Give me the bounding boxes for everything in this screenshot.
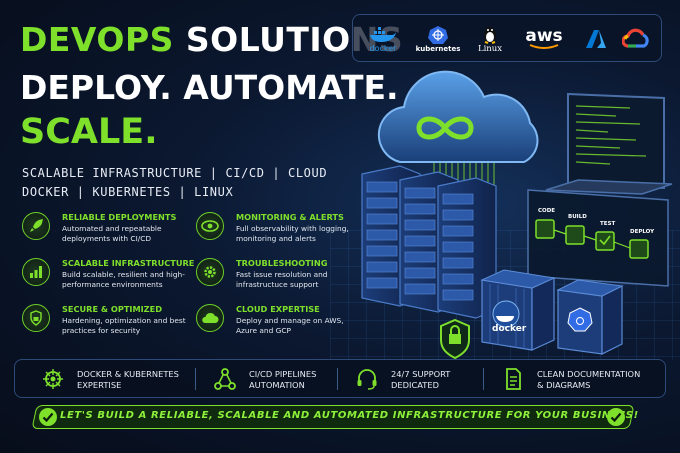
feature-title: RELIABLE DEPLOYMENTS: [62, 212, 177, 222]
shield-lock-icon: [440, 318, 470, 360]
pipeline-stage-test: TEST: [600, 221, 616, 227]
tech-logos-bar: docker kubernetes Linux aws: [352, 14, 662, 62]
aws-smile-icon: [529, 44, 559, 49]
feature-desc: Hardening, optimization and best practic…: [62, 316, 186, 335]
rocket-icon: [22, 212, 50, 240]
docker-container-label: docker: [492, 324, 527, 334]
aws-label: aws: [525, 26, 563, 46]
helm-wheel-icon: [43, 369, 63, 389]
feature-monitoring: MONITORING & ALERTS Full observability w…: [196, 212, 366, 256]
infrastructure-illustration: [361, 70, 673, 360]
docker-whale-icon: [370, 26, 396, 42]
feature-title: CLOUD EXPERTISE: [236, 304, 320, 314]
cloud-infinity-icon: [377, 70, 539, 163]
headline-accent: DEVOPS: [20, 20, 174, 59]
divider: [337, 368, 338, 390]
kubernetes-container: [556, 279, 624, 355]
server-racks: [361, 165, 497, 319]
feature-reliable-deployments: RELIABLE DEPLOYMENTS Automated and repea…: [22, 212, 192, 256]
docker-container: [480, 269, 556, 351]
kubernetes-logo: kubernetes: [413, 21, 463, 57]
divider: [195, 368, 196, 390]
feature-title: SCALABLE INFRASTRUCTURE: [62, 258, 195, 268]
feature-desc: Automated and repeatable deployments wit…: [62, 224, 162, 243]
azure-logo: [581, 21, 611, 57]
tagline-line2: DOCKER | KUBERNETES | LINUX: [22, 185, 234, 199]
divider: [483, 368, 484, 390]
feature-cloud: CLOUD EXPERTISE Deploy and manage on AWS…: [196, 304, 366, 348]
cloud-icon: [196, 304, 224, 332]
service-line2: & DIAGRAMS: [537, 380, 591, 390]
feature-troubleshooting: TROUBLESHOOTING Fast issue resolution an…: [196, 258, 366, 302]
cta-text: LET'S BUILD A RELIABLE, SCALABLE AND AUT…: [60, 410, 639, 421]
feature-title: TROUBLESHOOTING: [236, 258, 328, 268]
gcp-logo: [619, 21, 653, 57]
tux-penguin-icon: [484, 27, 496, 44]
network-nodes-icon: [214, 368, 236, 390]
pipeline-stage-deploy: DEPLOY: [630, 229, 655, 235]
azure-icon: [586, 30, 606, 48]
check-circle-icon: [39, 408, 57, 426]
pipeline-stage-code: CODE: [538, 208, 556, 214]
feature-desc: Fast issue resolution and infrastructucе…: [236, 270, 328, 289]
document-icon: [506, 368, 521, 390]
service-line2: DEDICATED: [391, 380, 439, 390]
headline-line3: SCALE.: [20, 112, 158, 152]
service-line2: AUTOMATION: [249, 380, 305, 390]
docker-label: docker: [369, 43, 397, 53]
feature-title: MONITORING & ALERTS: [236, 212, 344, 222]
feature-scalable: SCALABLE INFRASTRUCTURE Build scalable, …: [22, 258, 195, 302]
gear-icon: [196, 258, 224, 286]
kubernetes-wheel-icon: [428, 26, 448, 44]
bar-chart-icon: [22, 258, 50, 286]
laptop-icon: [545, 92, 673, 195]
kubernetes-label: kubernetes: [415, 45, 461, 53]
lock-shield-icon: [22, 304, 50, 332]
feature-title: SECURE & OPTIMIZED: [62, 304, 162, 314]
check-circle-icon: [607, 408, 625, 426]
service-line1: CLEAN DOCUMENTATION: [537, 369, 641, 379]
headset-icon: [357, 369, 377, 390]
feature-desc: Build scalable, resilient and high-perfo…: [62, 270, 185, 289]
pipeline-panel: [527, 189, 669, 287]
linux-logo: Linux: [473, 21, 507, 57]
feature-desc: Full observability with logging, monitor…: [236, 224, 349, 243]
service-line1: DOCKER & KUBERNETES: [77, 369, 179, 379]
service-line1: CI/CD PIPELINES: [249, 369, 317, 379]
linux-label: Linux: [477, 44, 503, 54]
google-cloud-icon: [622, 28, 649, 48]
feature-secure: SECURE & OPTIMIZED Hardening, optimizati…: [22, 304, 192, 348]
pipeline-stage-build: BUILD: [568, 214, 587, 220]
headline-line1: DEVOPS SOLUTIONS: [20, 20, 403, 59]
aws-logo: aws: [521, 21, 567, 57]
service-line1: 24/7 SUPPORT: [391, 369, 451, 379]
service-line2: EXPERTISE: [77, 380, 122, 390]
eye-icon: [196, 212, 224, 240]
tagline-line1: SCALABLE INFRASTRUCTURE | CI/CD | CLOUD: [22, 166, 328, 180]
docker-logo: docker: [363, 21, 403, 57]
feature-desc: Deploy and manage on AWS, Azure and GCP: [236, 316, 344, 335]
headline-line2: DEPLOY. AUTOMATE.: [20, 68, 399, 107]
